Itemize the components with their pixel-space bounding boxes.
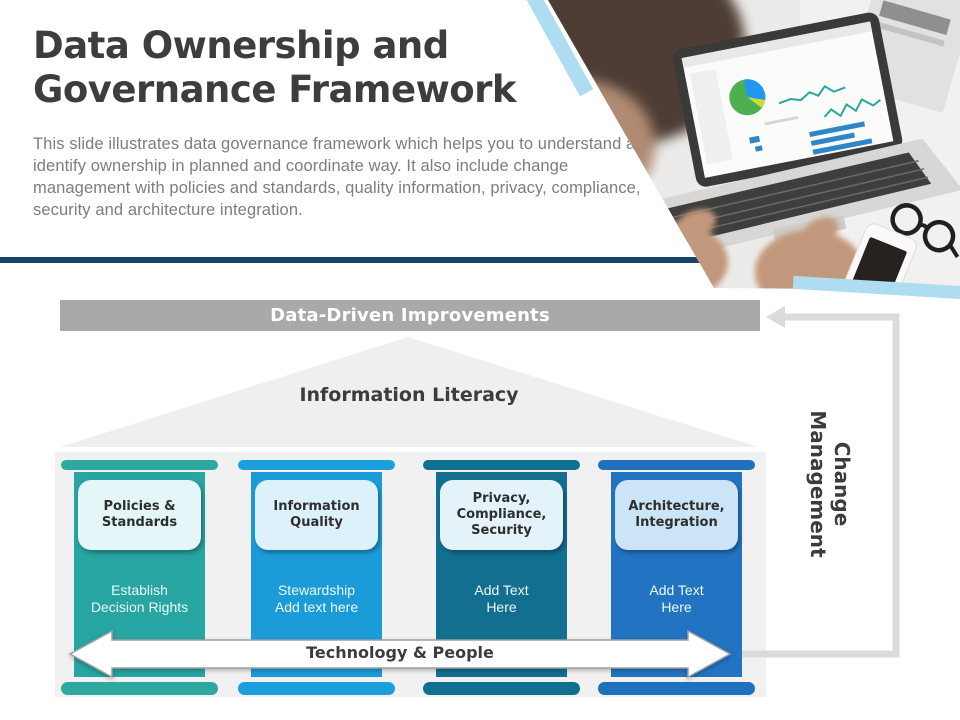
- column-header-card: Information Quality: [255, 480, 378, 550]
- line-chart: [778, 84, 846, 105]
- page-title: Data Ownership and Governance Framework: [33, 24, 593, 113]
- description-line: identify ownership in planned and coordi…: [33, 156, 569, 175]
- description-line: security and architecture integration.: [33, 200, 303, 219]
- column-body-text: Stewardship Add text here: [274, 582, 359, 616]
- column-body-text: Establish Decision Rights: [90, 582, 189, 616]
- column-top-bar: [61, 460, 218, 470]
- data-driven-improvements-bar: Data-Driven Improvements: [60, 300, 760, 331]
- glasses: [890, 203, 960, 258]
- information-literacy-triangle: [60, 337, 758, 447]
- column-body-text: Add Text Here: [474, 582, 529, 616]
- column-top-bar: [598, 460, 755, 470]
- column-body-text: Add Text Here: [649, 582, 704, 616]
- slide-description: This slide illustrates data governance f…: [33, 134, 673, 222]
- column-bottom-bar: [598, 682, 755, 695]
- laptop: [645, 12, 960, 266]
- column-header-card: Architecture, Integration: [615, 480, 738, 550]
- column-bottom-bar: [238, 682, 395, 695]
- column-top-bar: [423, 460, 580, 470]
- column-top-bar: [238, 460, 395, 470]
- description-line: This slide illustrates data governance f…: [33, 135, 654, 153]
- column-bottom-bar: [423, 682, 580, 695]
- column-bottom-bar: [61, 682, 218, 695]
- technology-people-label: Technology & People: [306, 643, 494, 662]
- title-line-2: Governance Framework: [33, 68, 517, 112]
- column-header-card: Privacy, Compliance, Security: [440, 480, 563, 550]
- column-header-label: Architecture, Integration: [628, 499, 725, 530]
- technology-people-arrow: [68, 629, 732, 679]
- description-line: management with policies and standards, …: [33, 178, 641, 197]
- header-divider-rule: [0, 257, 714, 263]
- column-header-card: Policies & Standards: [78, 480, 201, 550]
- change-management-label: Change Management: [806, 410, 854, 558]
- bar-chart: [809, 121, 866, 138]
- triangle-label: Information Literacy: [299, 384, 519, 406]
- top-bar-label: Data-Driven Improvements: [270, 305, 550, 326]
- column-header-label: Privacy, Compliance, Security: [456, 491, 547, 538]
- column-header-label: Policies & Standards: [101, 499, 178, 530]
- title-line-1: Data Ownership and: [33, 24, 449, 67]
- column-header-label: Information Quality: [273, 499, 360, 530]
- loop-arrowhead-icon: [766, 306, 785, 328]
